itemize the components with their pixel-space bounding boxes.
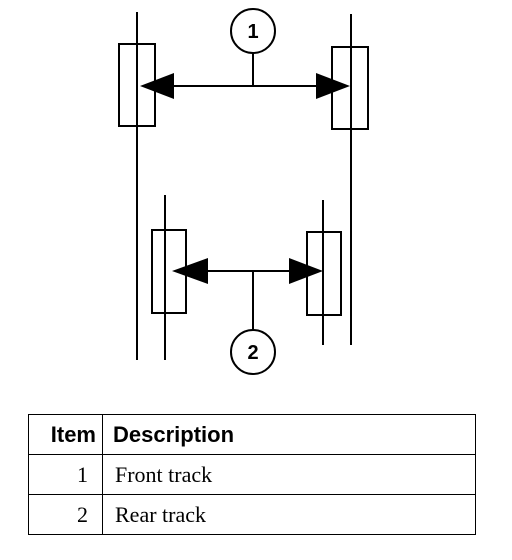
description-column-header: Description bbox=[102, 414, 476, 455]
front-track-dimension bbox=[140, 53, 350, 99]
callout-2-label: 2 bbox=[247, 342, 258, 364]
callout-2: 2 bbox=[230, 329, 276, 375]
front-track-arrow-left bbox=[140, 73, 174, 99]
item-description: Front track bbox=[102, 454, 476, 495]
callout-2-circle bbox=[230, 329, 276, 375]
item-description: Rear track bbox=[102, 494, 476, 535]
rear-track-arrow-left bbox=[172, 258, 208, 284]
table-row: 2 Rear track bbox=[28, 494, 476, 535]
vehicle-track-diagram: 1 2 bbox=[118, 8, 369, 375]
item-number: 2 bbox=[28, 494, 103, 535]
callout-1-circle bbox=[230, 8, 276, 54]
callout-1-label: 1 bbox=[247, 21, 258, 43]
item-column-header: Item bbox=[28, 414, 103, 455]
legend-header-row: Item Description bbox=[28, 414, 476, 455]
rear-track-dimension bbox=[172, 258, 323, 331]
callout-1: 1 bbox=[230, 8, 276, 54]
rear-track-arrow-right bbox=[289, 258, 323, 284]
item-number: 1 bbox=[28, 454, 103, 495]
front-track-arrow-right bbox=[316, 73, 350, 99]
legend-table: Item Description 1 Front track 2 Rear tr… bbox=[28, 414, 476, 535]
body-lines-overlay bbox=[136, 44, 352, 315]
table-row: 1 Front track bbox=[28, 454, 476, 495]
